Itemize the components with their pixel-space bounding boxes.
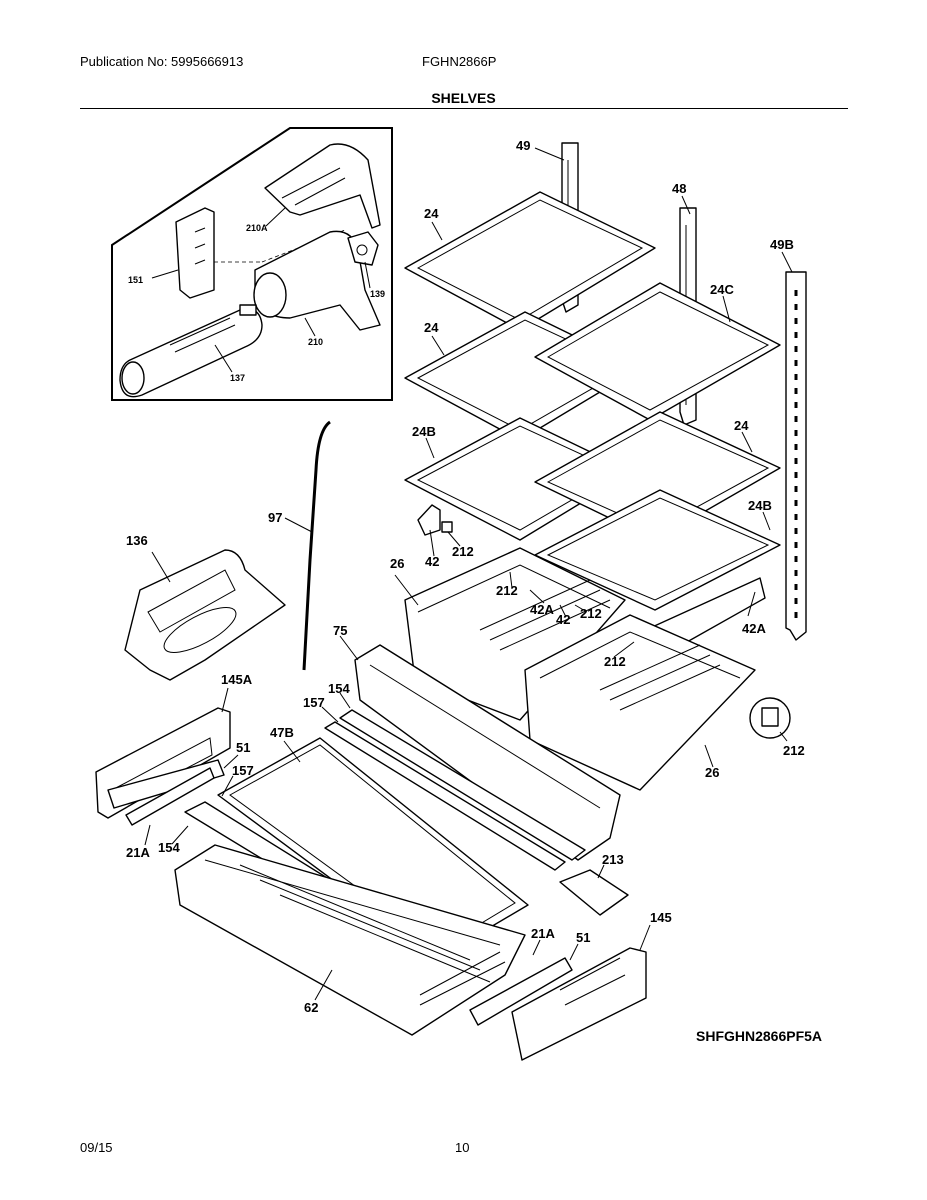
diagram-code: SHFGHN2866PF5A — [696, 1028, 823, 1044]
callout-151: 151 — [128, 275, 143, 285]
callout-157-left: 157 — [232, 763, 254, 778]
callout-24b-left: 24B — [412, 424, 436, 439]
callout-212-c: 212 — [580, 606, 602, 621]
callout-47b: 47B — [270, 725, 294, 740]
callout-42a-2: 42A — [742, 621, 766, 636]
callout-210: 210 — [308, 337, 323, 347]
deli-pan-62 — [174, 844, 526, 1036]
callout-212-a: 212 — [452, 544, 474, 559]
callout-21a-right: 21A — [531, 926, 555, 941]
callout-51-left: 51 — [236, 740, 250, 755]
glass-shelves — [404, 191, 781, 611]
filter-inset: 151 210A 139 210 137 — [111, 127, 393, 401]
callout-145a: 145A — [221, 672, 253, 687]
callout-154-left: 154 — [158, 840, 180, 855]
callout-42: 42 — [425, 554, 439, 569]
callout-26-right: 26 — [705, 765, 719, 780]
callout-75: 75 — [333, 623, 347, 638]
callout-97: 97 — [268, 510, 282, 525]
callout-137: 137 — [230, 373, 245, 383]
bin-136 — [124, 549, 286, 681]
callout-51-right: 51 — [576, 930, 590, 945]
callout-210a: 210A — [246, 223, 268, 233]
callout-145: 145 — [650, 910, 672, 925]
callout-62: 62 — [304, 1000, 318, 1015]
model-number: FGHN2866P — [422, 54, 497, 69]
leader-lines — [144, 147, 793, 1001]
callout-154-top: 154 — [328, 681, 350, 696]
callout-136: 136 — [126, 533, 148, 548]
callout-42-b: 42 — [556, 612, 570, 627]
footer-date: 09/15 — [80, 1140, 113, 1155]
callout-21a-left: 21A — [126, 845, 150, 860]
callout-48: 48 — [672, 181, 686, 196]
callout-24-top: 24 — [424, 206, 439, 221]
callout-212-d: 212 — [604, 654, 626, 669]
gasket-97 — [302, 420, 331, 671]
page-title: SHELVES — [431, 90, 496, 106]
callout-26-left: 26 — [390, 556, 404, 571]
side-panels — [95, 707, 647, 1061]
publication-number: Publication No: 5995666913 — [80, 54, 244, 69]
callout-212-e: 212 — [783, 743, 805, 758]
callout-labels: 49 48 49B 24 24C 24 24B 24 24B 42 212 21… — [126, 138, 805, 1015]
callout-139: 139 — [370, 289, 385, 299]
header-rule — [80, 108, 848, 109]
callout-212-b: 212 — [496, 583, 518, 598]
callout-24b-right: 24B — [748, 498, 772, 513]
callout-213: 213 — [602, 852, 624, 867]
callout-24c: 24C — [710, 282, 734, 297]
callout-49b: 49B — [770, 237, 794, 252]
callout-24-second: 24 — [424, 320, 439, 335]
callout-24-right: 24 — [734, 418, 749, 433]
callout-157-top: 157 — [303, 695, 325, 710]
callout-42a-1: 42A — [530, 602, 554, 617]
callout-49: 49 — [516, 138, 530, 153]
page-number: 10 — [455, 1140, 470, 1155]
